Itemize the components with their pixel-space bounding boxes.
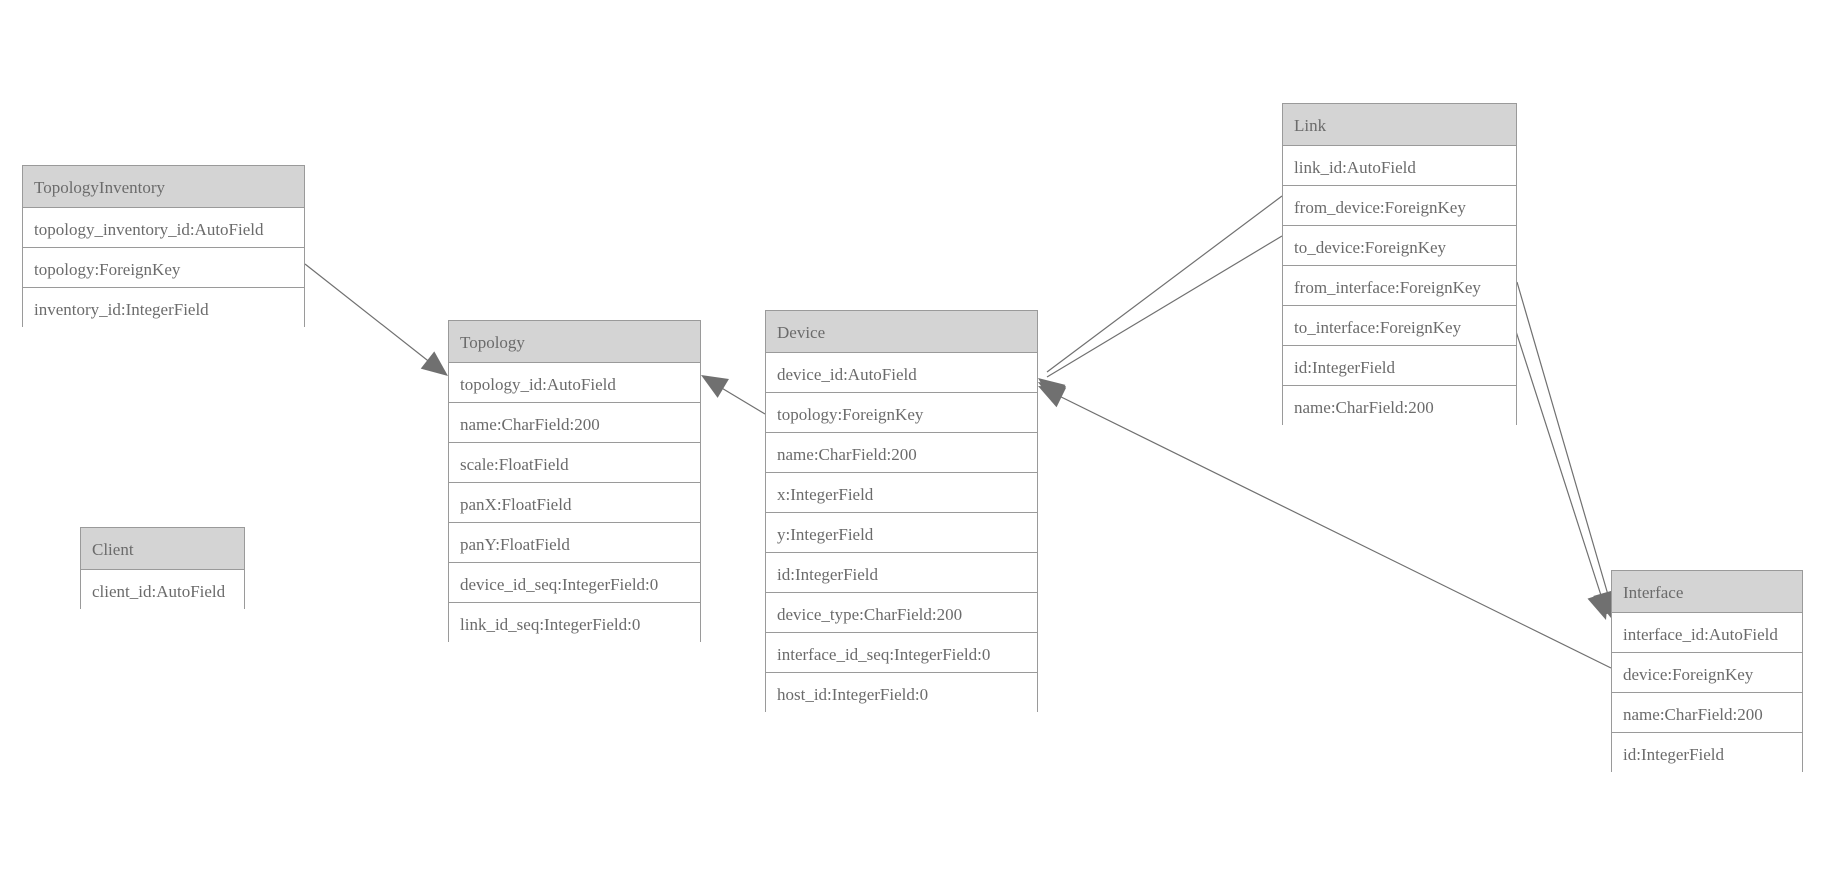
relationship-device-to-topology bbox=[701, 375, 766, 415]
field-row[interactable]: to_device:ForeignKey bbox=[1283, 226, 1516, 266]
field-row[interactable]: name:CharField:200 bbox=[1283, 386, 1516, 426]
field-row[interactable]: interface_id:AutoField bbox=[1612, 613, 1802, 653]
relationship-line bbox=[304, 263, 442, 372]
field-row[interactable]: link_id_seq:IntegerField:0 bbox=[449, 603, 700, 643]
entity-fields-client: client_id:AutoField bbox=[81, 570, 244, 610]
relationship-line bbox=[1046, 195, 1283, 373]
entity-title-device: Device bbox=[766, 311, 1037, 353]
field-row[interactable]: x:IntegerField bbox=[766, 473, 1037, 513]
relationship-line bbox=[1046, 389, 1612, 669]
field-row[interactable]: inventory_id:IntegerField bbox=[23, 288, 304, 328]
field-row[interactable]: topology_id:AutoField bbox=[449, 363, 700, 403]
field-row[interactable]: panY:FloatField bbox=[449, 523, 700, 563]
field-row[interactable]: y:IntegerField bbox=[766, 513, 1037, 553]
relationship-arrowhead bbox=[1038, 386, 1067, 408]
field-row[interactable]: link_id:AutoField bbox=[1283, 146, 1516, 186]
field-row[interactable]: to_interface:ForeignKey bbox=[1283, 306, 1516, 346]
relationship-link-from-device-to-device bbox=[1038, 195, 1283, 403]
field-row[interactable]: id:IntegerField bbox=[1612, 733, 1802, 773]
field-row[interactable]: interface_id_seq:IntegerField:0 bbox=[766, 633, 1037, 673]
relationship-link-to-device-to-device bbox=[1038, 235, 1283, 405]
field-row[interactable]: id:IntegerField bbox=[1283, 346, 1516, 386]
field-row[interactable]: device_type:CharField:200 bbox=[766, 593, 1037, 633]
relationship-link-to-interface-to-interface bbox=[1512, 321, 1609, 620]
entity-title-client: Client bbox=[81, 528, 244, 570]
field-row[interactable]: name:CharField:200 bbox=[766, 433, 1037, 473]
entity-title-link: Link bbox=[1283, 104, 1516, 146]
field-row[interactable]: panX:FloatField bbox=[449, 483, 700, 523]
entity-title-topology: Topology bbox=[449, 321, 700, 363]
field-row[interactable]: device_id:AutoField bbox=[766, 353, 1037, 393]
field-row[interactable]: client_id:AutoField bbox=[81, 570, 244, 610]
field-row[interactable]: topology_inventory_id:AutoField bbox=[23, 208, 304, 248]
field-row[interactable]: from_device:ForeignKey bbox=[1283, 186, 1516, 226]
field-row[interactable]: name:CharField:200 bbox=[449, 403, 700, 443]
relationship-line bbox=[1512, 321, 1608, 615]
relationship-link-from-interface-to-interface bbox=[1516, 281, 1615, 618]
field-row[interactable]: name:CharField:200 bbox=[1612, 693, 1802, 733]
field-row[interactable]: device_id_seq:IntegerField:0 bbox=[449, 563, 700, 603]
relationship-line bbox=[709, 380, 766, 415]
field-row[interactable]: topology:ForeignKey bbox=[23, 248, 304, 288]
entity-title-interface: Interface bbox=[1612, 571, 1802, 613]
field-row[interactable]: topology:ForeignKey bbox=[766, 393, 1037, 433]
entity-title-topology-inventory: TopologyInventory bbox=[23, 166, 304, 208]
field-row[interactable]: scale:FloatField bbox=[449, 443, 700, 483]
field-row[interactable]: id:IntegerField bbox=[766, 553, 1037, 593]
relationship-line bbox=[1046, 235, 1283, 378]
field-row[interactable]: from_interface:ForeignKey bbox=[1283, 266, 1516, 306]
field-row[interactable]: host_id:IntegerField:0 bbox=[766, 673, 1037, 713]
relationship-topologyinventory-to-topology bbox=[304, 263, 448, 376]
relationship-line bbox=[1516, 281, 1614, 613]
field-row[interactable]: device:ForeignKey bbox=[1612, 653, 1802, 693]
